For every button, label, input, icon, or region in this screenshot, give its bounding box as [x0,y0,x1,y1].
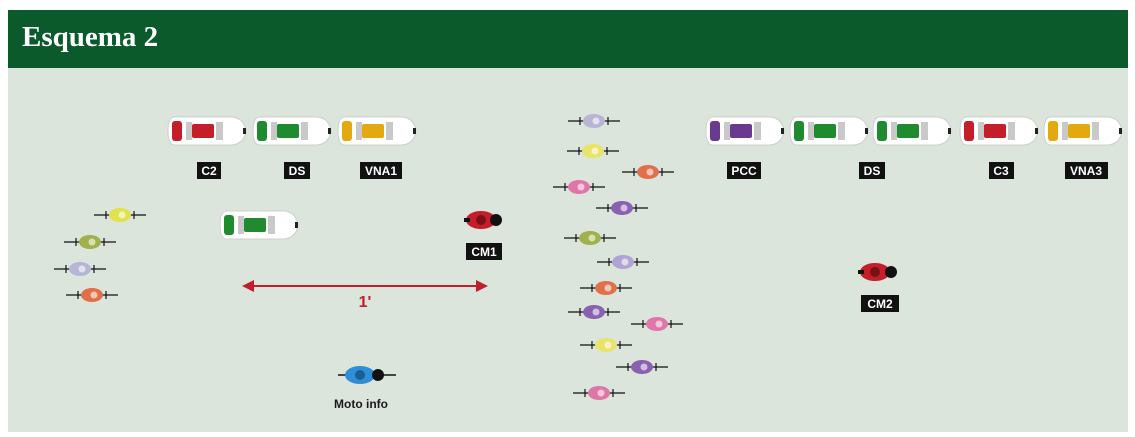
rider-icon [580,281,632,295]
rider-icon [567,144,619,158]
rider-icon [597,255,649,269]
label-vna3: VNA3 [1065,162,1108,179]
car-vna1 [337,116,417,146]
label-vna1: VNA1 [360,162,402,179]
label-c3: C3 [989,162,1014,179]
label-ds-right: DS [859,162,885,179]
rider-icon [616,360,668,374]
car-vna3 [1043,116,1123,146]
moto-cm2: CM2 [858,263,899,312]
page-title: Esquema 2 [22,21,159,53]
car-green-lone [219,210,299,240]
car-green-icon [789,116,869,146]
rider-icon [580,338,632,352]
rider-icon [66,288,118,302]
rider-icon [622,165,674,179]
car-green-icon [252,116,332,146]
label-c2-text: C2 [201,164,217,178]
distance-arrow: 1' [242,280,488,311]
label-vna1-text: VNA1 [365,164,397,178]
label-c2: C2 [197,162,221,179]
car-purple-icon [705,116,785,146]
car-c3 [959,116,1039,146]
label-ds-left: DS [284,162,310,179]
moto-red-icon [858,263,897,281]
moto-info-icon [338,366,396,384]
rider-group-middle [553,114,683,400]
label-cm2-text: CM2 [867,297,893,311]
car-ds [252,116,332,146]
label-pcc-text: PCC [731,164,757,178]
moto-info-label: Moto info [334,397,388,411]
moto-cm1: CM1 [464,211,502,260]
rider-icon [64,235,116,249]
car-green-icon [219,210,299,240]
car-yellow-icon [337,116,417,146]
car-red-icon [167,116,247,146]
rider-icon [631,317,683,331]
label-vna3-text: VNA3 [1070,164,1102,178]
car-yellow-icon [1043,116,1123,146]
label-cm1-text: CM1 [471,245,497,259]
race-convoy-diagram: C2 DS VNA1 1' [54,114,1123,411]
moto-red-icon [464,211,502,229]
rider-icon [94,208,146,222]
scheme-panel: Esquema 2 [8,10,1128,432]
label-ds-left-text: DS [289,164,306,178]
label-c3-text: C3 [993,164,1009,178]
car-red-icon [959,116,1039,146]
label-pcc: PCC [727,162,761,179]
car-ds-right [872,116,952,146]
rider-icon [568,305,620,319]
rider-icon [553,180,605,194]
rider-icon [573,386,625,400]
header-bar: Esquema 2 [8,10,1128,68]
label-ds-right-text: DS [864,164,881,178]
car-c2 [167,116,247,146]
rider-group-left [54,208,146,302]
moto-info: Moto info [334,366,396,411]
rider-icon [54,262,106,276]
car-pcc [705,116,785,146]
car-green-icon [872,116,952,146]
rider-icon [564,231,616,245]
distance-label: 1' [359,294,372,311]
car-green-right-1 [789,116,869,146]
rider-icon [568,114,620,128]
rider-icon [596,201,648,215]
